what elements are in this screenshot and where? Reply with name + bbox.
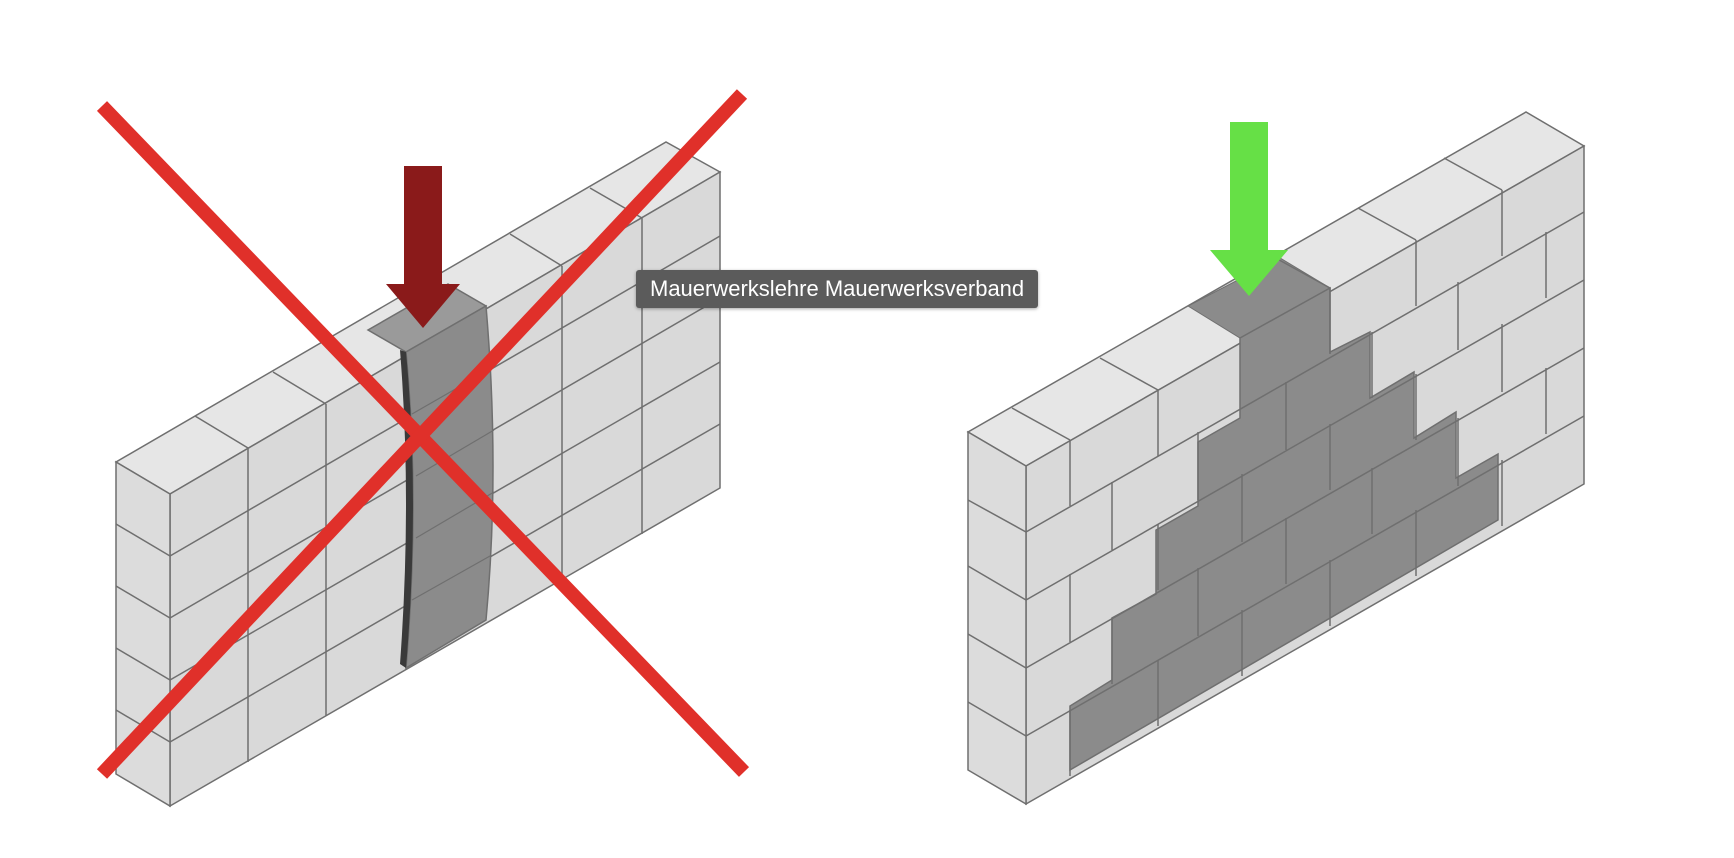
wall-right-bricks xyxy=(966,111,1586,806)
tooltip: Mauerwerkslehre Mauerwerksverband xyxy=(636,270,1039,308)
load-arrow-down-icon xyxy=(386,166,460,328)
cross-icon xyxy=(96,89,750,779)
load-arrow-down-icon xyxy=(1210,122,1288,296)
